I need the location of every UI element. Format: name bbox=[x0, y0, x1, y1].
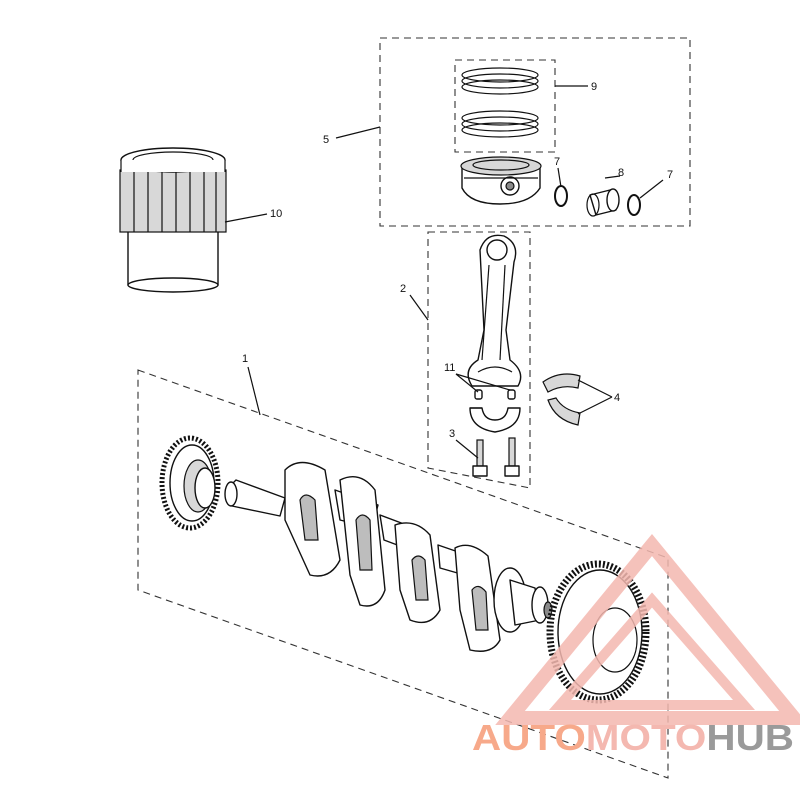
piston-pin-circlip-right bbox=[627, 194, 641, 216]
callout-4: 4 bbox=[614, 392, 620, 404]
flywheel-gear bbox=[546, 560, 650, 704]
dowel-right bbox=[507, 389, 516, 400]
connecting-rod-cap bbox=[469, 407, 521, 433]
piston-pin bbox=[586, 188, 620, 217]
callout-9: 9 bbox=[591, 81, 597, 93]
bearing-shells bbox=[542, 373, 581, 426]
piston-group-box bbox=[379, 37, 691, 227]
piston bbox=[460, 156, 542, 205]
watermark-logo bbox=[495, 533, 800, 725]
watermark-part-auto: AUTO bbox=[472, 717, 586, 758]
crankshaft bbox=[224, 461, 553, 652]
callout-3: 3 bbox=[449, 428, 455, 440]
watermark-part-hub: HUB bbox=[706, 717, 794, 758]
callout-8: 8 bbox=[618, 167, 624, 179]
callout-7-right: 7 bbox=[667, 169, 673, 181]
watermark-triangle-inner bbox=[548, 592, 756, 710]
callout-10: 10 bbox=[270, 208, 282, 220]
conrod-bolt-left bbox=[472, 439, 488, 477]
piston-pin-circlip-left bbox=[554, 185, 568, 207]
callout-5: 5 bbox=[323, 134, 329, 146]
piston-rings bbox=[461, 67, 539, 138]
watermark-triangle-outer bbox=[495, 533, 800, 725]
callout-11: 11 bbox=[444, 362, 455, 374]
connecting-rod bbox=[467, 234, 522, 387]
piston-rings-box bbox=[454, 59, 556, 153]
crankshaft-group-box bbox=[137, 369, 669, 779]
conrod-group-box bbox=[427, 231, 531, 489]
callout-7-left: 7 bbox=[554, 156, 560, 168]
callout-2: 2 bbox=[400, 283, 406, 295]
callout-1: 1 bbox=[242, 353, 248, 365]
dowel-left bbox=[474, 389, 483, 400]
crankshaft-timing-gear bbox=[159, 435, 221, 531]
leader-lines bbox=[224, 85, 664, 459]
watermark-part-moto: MOTO bbox=[586, 717, 707, 758]
cylinder-liner bbox=[119, 147, 227, 293]
conrod-bolt-right bbox=[504, 437, 520, 477]
